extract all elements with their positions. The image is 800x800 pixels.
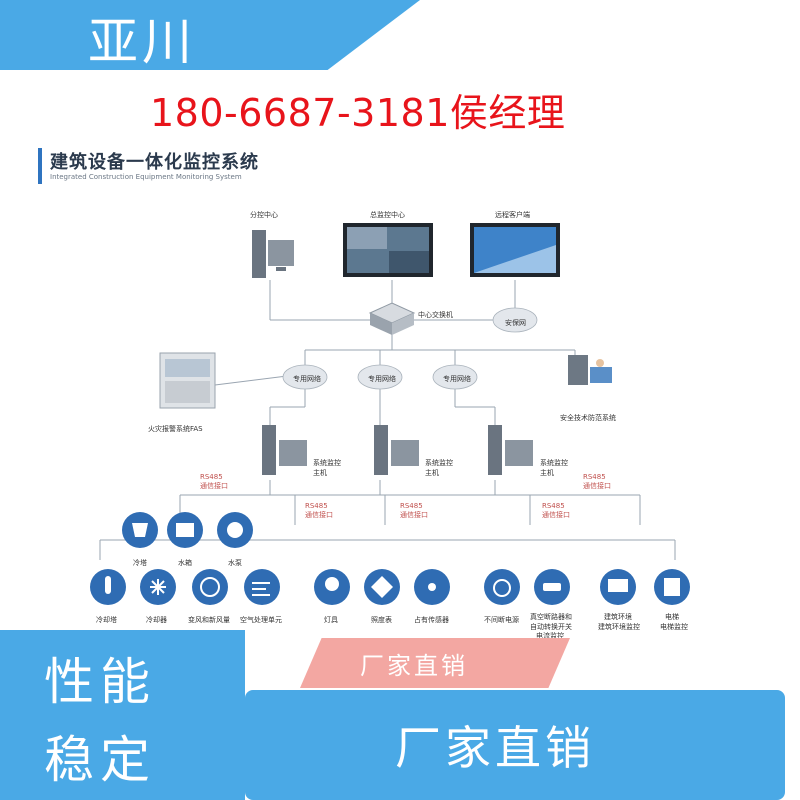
label-monitor: 建筑环境 bbox=[604, 613, 632, 621]
label-rs485-5: RS485 通信接口 bbox=[583, 473, 611, 490]
diagram-canvas bbox=[90, 223, 690, 605]
central-switch-node bbox=[368, 302, 416, 335]
label-host-1: 系统监控 主机 bbox=[313, 459, 341, 477]
security-tech-node bbox=[568, 355, 612, 385]
security-net-cloud bbox=[492, 307, 538, 333]
label-elevator-monitoring: 电梯监控 bbox=[660, 623, 688, 631]
label-elevator: 电梯 bbox=[665, 613, 679, 621]
title-accent-bar bbox=[38, 148, 42, 184]
label-wind: 空气处理单元 bbox=[240, 616, 282, 624]
icon-bulb bbox=[314, 569, 350, 605]
label-switch: 真空断路器和 自动转换开关 bbox=[530, 613, 572, 631]
brand-name: 亚川 bbox=[88, 13, 196, 71]
label-sub-center: 分控中心 bbox=[250, 211, 278, 219]
icon-power bbox=[484, 569, 520, 605]
label-private-net-1: 专用网络 bbox=[293, 375, 321, 383]
label-current-monitoring: 电流监控 bbox=[536, 632, 564, 640]
label-cooling-tower: 冷塔 bbox=[133, 559, 147, 567]
label-fan: 变风和新风量 bbox=[188, 616, 230, 624]
icon-snowflake bbox=[140, 569, 176, 605]
right-promo-panel bbox=[245, 690, 785, 800]
icon-switch bbox=[534, 569, 570, 605]
label-sensor: 占有传感器 bbox=[414, 616, 449, 624]
icon-sensor bbox=[414, 569, 450, 605]
phone-line: 180-6687-3181侯经理 bbox=[150, 91, 566, 135]
label-private-net-2: 专用网络 bbox=[368, 375, 396, 383]
remote-client-node bbox=[470, 223, 560, 277]
label-rs485-1: RS485 通信接口 bbox=[200, 473, 228, 490]
icon-water-tank bbox=[167, 512, 203, 548]
private-net-cloud-3 bbox=[432, 364, 478, 390]
mid-promo-label: 厂家直销 bbox=[360, 652, 468, 680]
diagram-subtitle: Integrated Construction Equipment Monito… bbox=[50, 173, 242, 181]
label-building-env-monitoring: 建筑环境监控 bbox=[598, 623, 640, 631]
label-main-center: 总监控中心 bbox=[370, 211, 405, 219]
mid-promo-banner bbox=[300, 638, 570, 688]
label-snowflake: 冷却器 bbox=[146, 616, 167, 624]
diagram-title: 建筑设备一体化监控系统 bbox=[50, 152, 259, 173]
icon-elevator bbox=[654, 569, 690, 605]
left-promo-panel bbox=[0, 630, 245, 800]
icon-monitor bbox=[600, 569, 636, 605]
label-power: 不间断电源 bbox=[484, 616, 519, 624]
icon-water-pump bbox=[217, 512, 253, 548]
label-fas: 火灾报警系统FAS bbox=[148, 425, 203, 433]
label-bulb: 灯具 bbox=[324, 616, 338, 624]
main-center-node bbox=[343, 223, 433, 277]
sub-center-node bbox=[252, 230, 294, 278]
label-host-2: 系统监控 主机 bbox=[425, 459, 453, 477]
icon-thermometer bbox=[90, 569, 126, 605]
label-host-3: 系统监控 主机 bbox=[540, 459, 568, 477]
icon-fan bbox=[192, 569, 228, 605]
label-rs485-3: RS485 通信接口 bbox=[400, 502, 428, 519]
label-security-tech: 安全技术防范系统 bbox=[560, 414, 616, 422]
label-water-pump: 水泵 bbox=[228, 559, 242, 567]
host-node-2 bbox=[374, 425, 419, 475]
host-node-3 bbox=[488, 425, 533, 475]
icon-gauge bbox=[364, 569, 400, 605]
label-rs485-4: RS485 通信接口 bbox=[542, 502, 570, 519]
fas-node bbox=[159, 352, 216, 409]
private-net-cloud-1 bbox=[282, 364, 328, 390]
label-water-tank: 水箱 bbox=[178, 559, 192, 567]
label-thermometer: 冷却塔 bbox=[96, 616, 117, 624]
label-remote-client: 远程客户端 bbox=[495, 211, 530, 219]
private-net-cloud-2 bbox=[357, 364, 403, 390]
host-node-1 bbox=[262, 425, 307, 475]
label-central-switch: 中心交换机 bbox=[418, 311, 453, 319]
icon-cooling-tower bbox=[122, 512, 158, 548]
label-security-net: 安保网 bbox=[505, 319, 526, 327]
icon-wind bbox=[244, 569, 280, 605]
label-gauge: 照度表 bbox=[371, 616, 392, 624]
label-private-net-3: 专用网络 bbox=[443, 375, 471, 383]
right-promo-label: 厂家直销 bbox=[395, 721, 595, 775]
promo-line-1: 性能 bbox=[44, 653, 156, 711]
label-rs485-2: RS485 通信接口 bbox=[305, 502, 333, 519]
promo-line-2: 稳定 bbox=[44, 731, 156, 789]
